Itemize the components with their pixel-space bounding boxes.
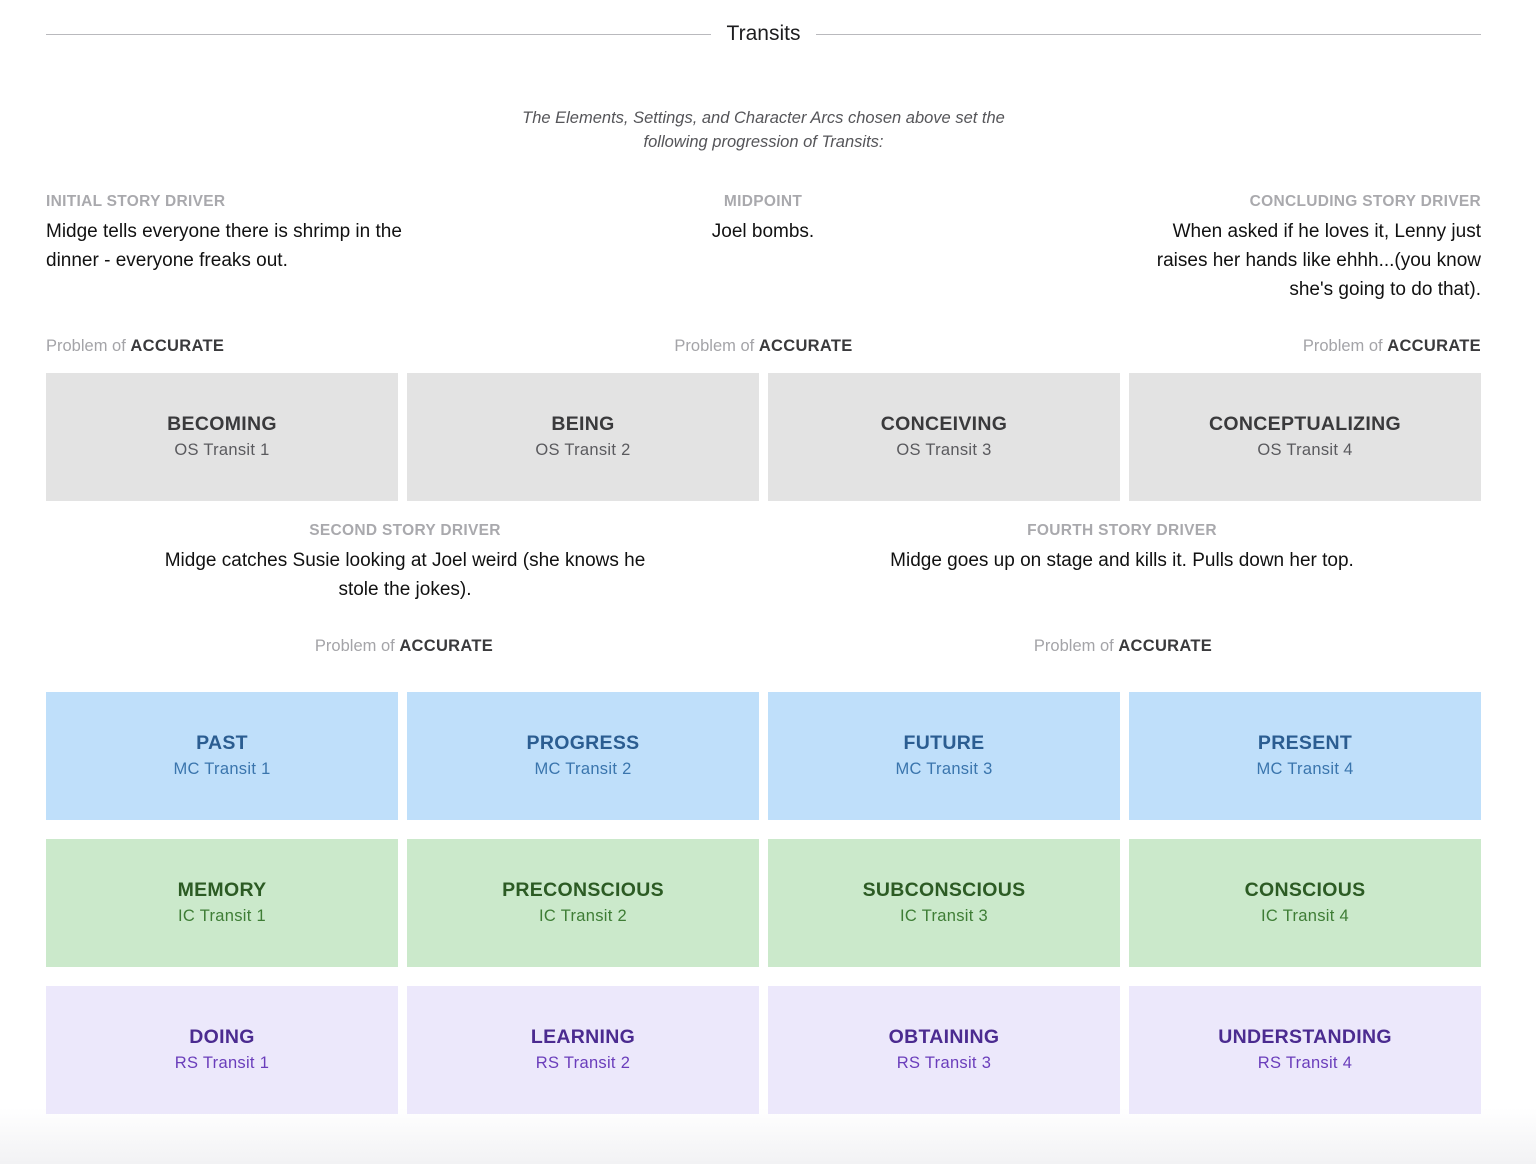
- problem-value: ACCURATE: [1387, 337, 1481, 355]
- transit-label: IC Transit 1: [178, 906, 266, 925]
- transit-cell[interactable]: UNDERSTANDING RS Transit 4: [1129, 986, 1481, 1114]
- transit-cell[interactable]: CONCEIVING OS Transit 3: [768, 373, 1120, 501]
- transit-name: DOING: [189, 1025, 255, 1048]
- transit-name: BECOMING: [167, 412, 277, 435]
- fourth-story-driver: FOURTH STORY DRIVER Midge goes up on sta…: [870, 520, 1374, 575]
- transit-cell[interactable]: OBTAINING RS Transit 3: [768, 986, 1120, 1114]
- os-transits-row: BECOMING OS Transit 1 BEING OS Transit 2…: [46, 373, 1481, 501]
- problem-prefix: Problem of: [1033, 637, 1114, 655]
- transit-label: MC Transit 1: [173, 759, 271, 778]
- problem-label: Problem of ACCURATE: [46, 637, 762, 656]
- transit-cell[interactable]: BECOMING OS Transit 1: [46, 373, 398, 501]
- section-header: Transits: [46, 18, 1481, 50]
- driver-text: Midge tells everyone there is shrimp in …: [46, 221, 402, 271]
- transit-label: RS Transit 1: [174, 1053, 270, 1072]
- transit-label: MC Transit 4: [1256, 759, 1354, 778]
- intro-line: The Elements, Settings, and Character Ar…: [522, 109, 1005, 127]
- problem-prefix: Problem of: [46, 337, 126, 355]
- ic-transits-row: MEMORY IC Transit 1 PRECONSCIOUS IC Tran…: [46, 839, 1481, 967]
- problem-value: ACCURATE: [758, 337, 853, 355]
- transit-label: IC Transit 4: [1261, 906, 1349, 925]
- rs-transits-row: DOING RS Transit 1 LEARNING RS Transit 2…: [46, 986, 1481, 1114]
- intro-text: The Elements, Settings, and Character Ar…: [46, 106, 1481, 154]
- transit-cell[interactable]: FUTURE MC Transit 3: [768, 692, 1120, 820]
- transit-name: LEARNING: [530, 1025, 636, 1048]
- driver-text: Joel bombs.: [711, 221, 815, 242]
- problem-label: Problem of ACCURATE: [765, 637, 1481, 656]
- transit-name: OBTAINING: [888, 1025, 1000, 1048]
- transit-cell[interactable]: SUBCONSCIOUS IC Transit 3: [768, 839, 1120, 967]
- transit-label: IC Transit 3: [900, 906, 988, 925]
- transit-name: PRECONSCIOUS: [502, 878, 664, 901]
- transit-cell[interactable]: PRESENT MC Transit 4: [1129, 692, 1481, 820]
- transit-label: OS Transit 3: [896, 440, 992, 459]
- header-rule-left: [46, 33, 711, 35]
- transit-cell[interactable]: BEING OS Transit 2: [407, 373, 759, 501]
- driver-label: SECOND STORY DRIVER: [309, 522, 501, 539]
- concluding-story-driver: CONCLUDING STORY DRIVER When asked if he…: [1121, 191, 1481, 304]
- transit-label: RS Transit 3: [896, 1053, 992, 1072]
- problem-value: ACCURATE: [399, 637, 494, 655]
- driver-text: Midge goes up on stage and kills it. Pul…: [890, 550, 1354, 571]
- problem-prefix: Problem of: [314, 637, 395, 655]
- transit-label: MC Transit 2: [534, 759, 632, 778]
- transit-label: MC Transit 3: [895, 759, 993, 778]
- transit-cell[interactable]: PRECONSCIOUS IC Transit 2: [407, 839, 759, 967]
- driver-label: MIDPOINT: [723, 193, 803, 210]
- transit-name: SUBCONSCIOUS: [862, 878, 1026, 901]
- transit-name: CONCEPTUALIZING: [1209, 412, 1401, 435]
- transit-cell[interactable]: MEMORY IC Transit 1: [46, 839, 398, 967]
- transit-cell[interactable]: LEARNING RS Transit 2: [407, 986, 759, 1114]
- transit-cell[interactable]: CONSCIOUS IC Transit 4: [1129, 839, 1481, 967]
- transit-name: BEING: [551, 412, 615, 435]
- transit-name: CONSCIOUS: [1244, 878, 1366, 901]
- mc-transits-row: PAST MC Transit 1 PROGRESS MC Transit 2 …: [46, 692, 1481, 820]
- header-rule-right: [816, 33, 1481, 35]
- transit-name: UNDERSTANDING: [1218, 1025, 1392, 1048]
- transit-name: PRESENT: [1257, 731, 1353, 754]
- section-title: Transits: [726, 22, 801, 45]
- transit-label: OS Transit 2: [535, 440, 631, 459]
- transit-name: PROGRESS: [526, 731, 640, 754]
- midpoint-driver: MIDPOINT Joel bombs.: [563, 191, 963, 246]
- problem-label: Problem of ACCURATE: [1303, 337, 1481, 356]
- problem-value: ACCURATE: [1118, 637, 1213, 655]
- driver-label: FOURTH STORY DRIVER: [1027, 522, 1217, 539]
- transit-name: MEMORY: [177, 878, 267, 901]
- transit-cell[interactable]: DOING RS Transit 1: [46, 986, 398, 1114]
- problem-prefix: Problem of: [1302, 337, 1383, 355]
- driver-label: INITIAL STORY DRIVER: [46, 193, 226, 210]
- transit-name: PAST: [196, 731, 248, 754]
- second-story-driver: SECOND STORY DRIVER Midge catches Susie …: [147, 520, 663, 604]
- transit-label: RS Transit 4: [1257, 1053, 1353, 1072]
- problem-label: Problem of ACCURATE: [46, 337, 224, 356]
- transit-name: FUTURE: [903, 731, 985, 754]
- transit-cell[interactable]: PAST MC Transit 1: [46, 692, 398, 820]
- transit-label: OS Transit 1: [174, 440, 270, 459]
- intro-line: following progression of Transits:: [643, 133, 884, 151]
- problem-label: Problem of ACCURATE: [46, 337, 1481, 356]
- transit-name: CONCEIVING: [880, 412, 1008, 435]
- transit-label: OS Transit 4: [1257, 440, 1353, 459]
- initial-story-driver: INITIAL STORY DRIVER Midge tells everyon…: [46, 191, 416, 275]
- driver-text: Midge catches Susie looking at Joel weir…: [164, 550, 646, 600]
- problem-prefix: Problem of: [674, 337, 755, 355]
- transit-cell[interactable]: PROGRESS MC Transit 2: [407, 692, 759, 820]
- transit-label: RS Transit 2: [535, 1053, 631, 1072]
- transit-label: IC Transit 2: [539, 906, 627, 925]
- transit-cell[interactable]: CONCEPTUALIZING OS Transit 4: [1129, 373, 1481, 501]
- driver-text: When asked if he loves it, Lenny just ra…: [1156, 221, 1481, 300]
- driver-label: CONCLUDING STORY DRIVER: [1249, 193, 1481, 210]
- problem-value: ACCURATE: [130, 337, 225, 355]
- page-bottom-shade: [0, 1108, 1536, 1164]
